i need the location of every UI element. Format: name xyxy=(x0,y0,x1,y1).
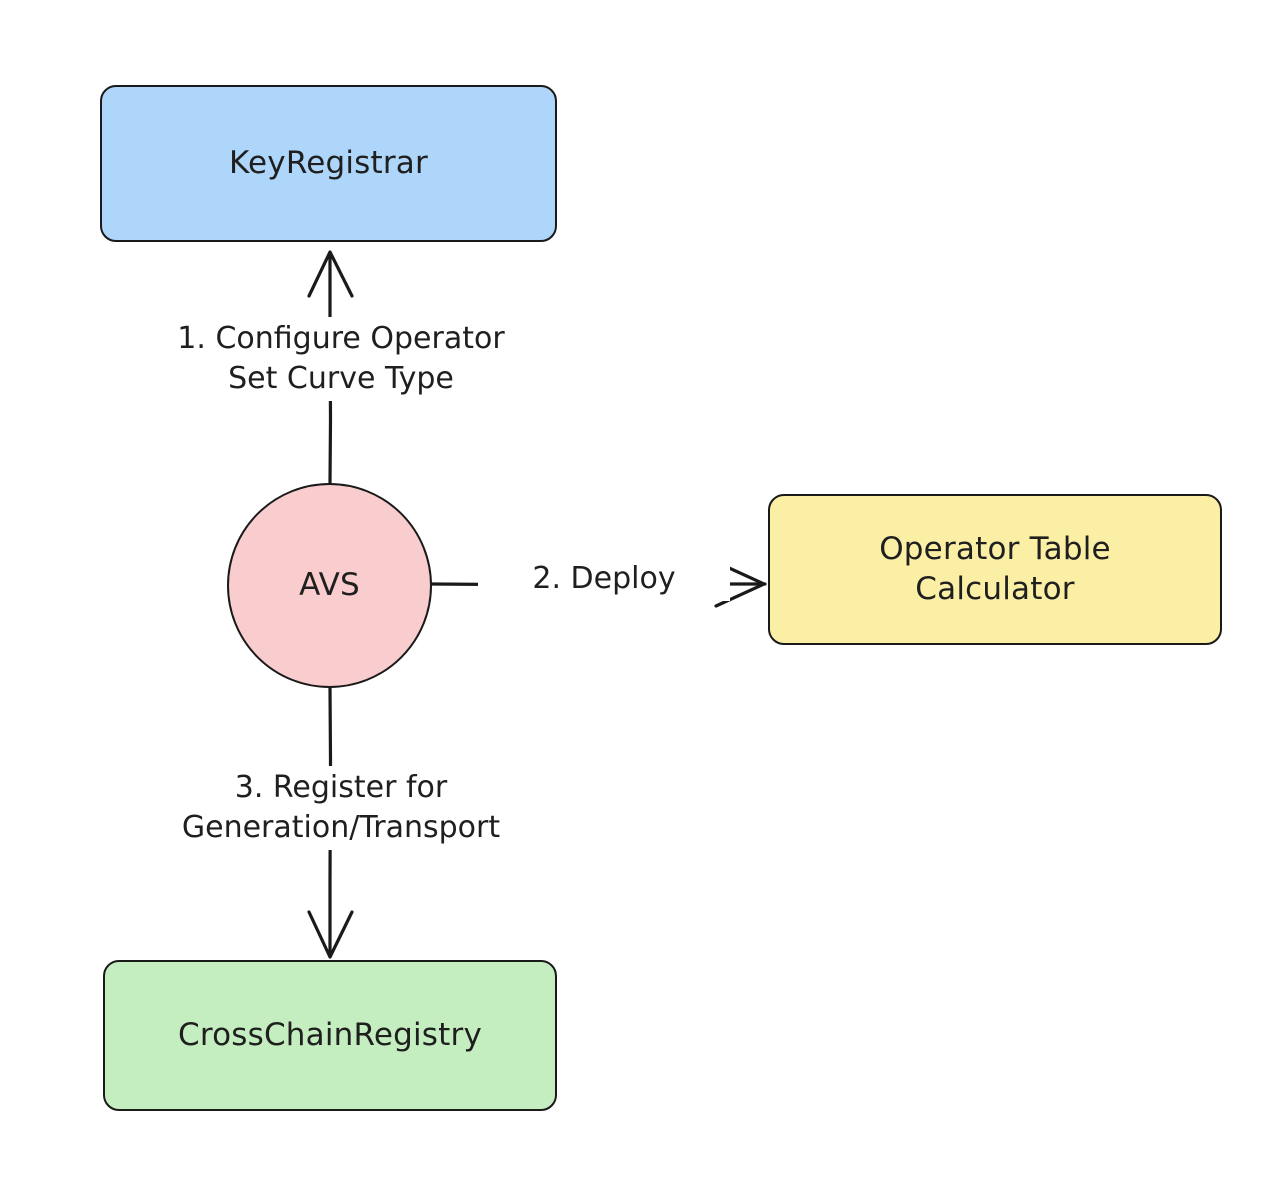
arrowhead-right-operator-table-calculator xyxy=(714,560,766,608)
node-operator-table-calculator-label: Operator Table Calculator xyxy=(879,530,1111,607)
node-avs-label: AVS xyxy=(299,566,360,603)
edge-label-configure-operator-set-curve-type: 1. Configure Operator Set Curve Type xyxy=(75,317,607,401)
node-crosschainregistry-label: CrossChainRegistry xyxy=(177,1016,483,1053)
node-avs[interactable]: AVS xyxy=(227,483,432,688)
arrowhead-up-keyregistrar xyxy=(307,250,354,298)
node-crosschainregistry[interactable]: CrossChainRegistry xyxy=(103,960,557,1111)
arrowhead-down-crosschainregistry xyxy=(307,910,354,959)
node-keyregistrar-label: KeyRegistrar xyxy=(229,144,428,181)
edge-label-deploy: 2. Deploy xyxy=(478,557,730,601)
node-keyregistrar[interactable]: KeyRegistrar xyxy=(100,85,557,242)
edge-label-register-for-generation-transport: 3. Register for Generation/Transport xyxy=(65,766,617,850)
node-operator-table-calculator[interactable]: Operator Table Calculator xyxy=(768,494,1222,645)
